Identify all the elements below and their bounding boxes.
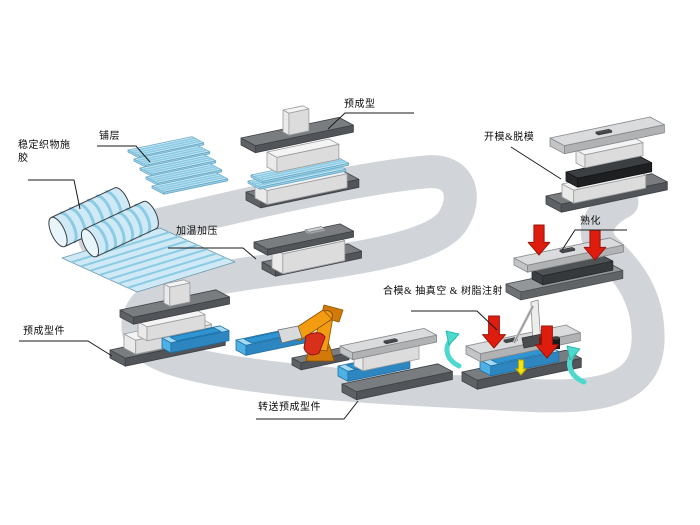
- sizing-roller-front: [80, 200, 159, 258]
- injection-station: [444, 299, 587, 390]
- label-preform-part: 预成型件: [23, 326, 65, 337]
- label-open-demold: 开模&脱模: [484, 132, 535, 143]
- label-curing: 熟化: [580, 216, 601, 227]
- label-fabric-sizing: 稳定织物施胶: [18, 140, 71, 164]
- preform-part-press: [109, 279, 230, 367]
- label-layup: 铺层: [99, 131, 120, 142]
- transfer-robot: [277, 304, 350, 371]
- label-close-vacuum-inject: 合模& 抽真空 & 树脂注射: [383, 286, 504, 297]
- curing-station: [505, 224, 624, 301]
- open-demold-station: [545, 116, 668, 213]
- preforming-press: [240, 105, 360, 209]
- layup-stack: [127, 136, 229, 195]
- sizing-roller-rear: [48, 187, 132, 248]
- heat-press: [253, 223, 362, 277]
- label-transfer-preform: 转送预成型件: [258, 402, 321, 413]
- label-heat-press: 加温加压: [176, 226, 218, 237]
- leader-lines: [19, 112, 627, 420]
- label-preforming: 预成型: [344, 99, 376, 110]
- transfer-press: [337, 327, 453, 401]
